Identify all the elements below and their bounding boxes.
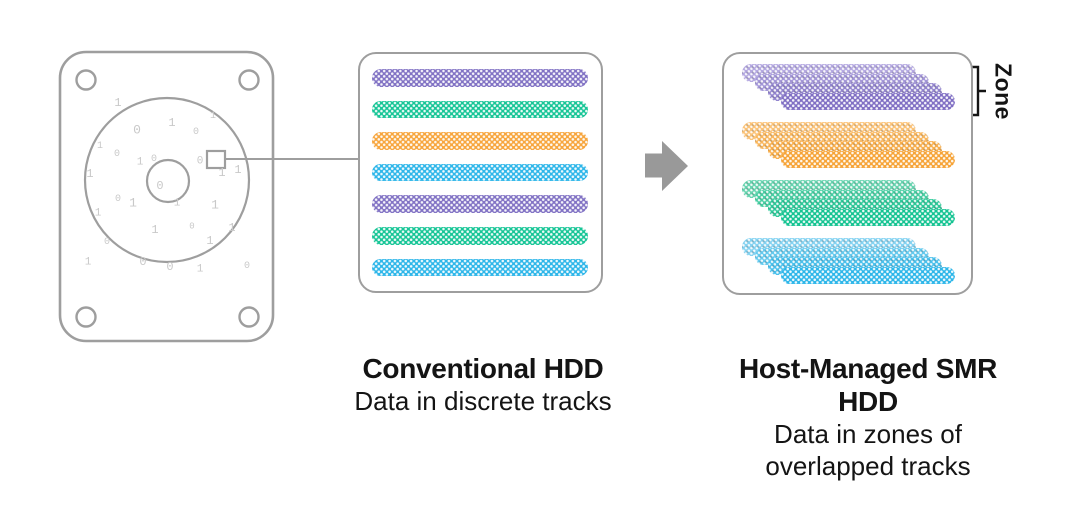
spindle-hole <box>145 158 191 204</box>
screw-hole-icon <box>238 69 260 91</box>
track-bar-teal <box>372 227 588 245</box>
conventional-caption: Conventional HDD Data in discrete tracks <box>333 352 633 417</box>
conventional-tracks-panel <box>358 52 603 293</box>
screw-hole-icon <box>75 69 97 91</box>
arrow-right-icon <box>645 141 688 191</box>
track-bar-teal <box>372 100 588 119</box>
smr-tracks-panel <box>722 52 973 295</box>
zone-label: Zone <box>990 63 1017 120</box>
smr-caption: Host-Managed SMR HDD Data in zones of ov… <box>712 352 1024 482</box>
magnified-region-square <box>205 149 227 170</box>
smr-subtitle-line2: overlapped tracks <box>765 451 971 481</box>
smr-subtitle-line1: Data in zones of <box>774 419 962 449</box>
track-bar-purple <box>372 195 588 213</box>
smr-track-bar-orange <box>781 150 955 168</box>
smr-track-bar-cyan <box>781 266 955 284</box>
conventional-title: Conventional HDD <box>362 353 604 384</box>
platter-circle <box>83 96 251 264</box>
screw-hole-icon <box>75 306 97 328</box>
track-bar-purple <box>372 69 588 87</box>
smr-track-bar-teal <box>781 208 955 226</box>
smr-title: Host-Managed SMR HDD <box>738 353 998 417</box>
track-bar-cyan <box>372 163 588 182</box>
conventional-subtitle: Data in discrete tracks <box>354 386 612 416</box>
track-bar-cyan <box>372 258 588 277</box>
track-bar-orange <box>372 132 588 150</box>
screw-hole-icon <box>238 306 260 328</box>
smr-track-bar-purple <box>781 92 955 110</box>
